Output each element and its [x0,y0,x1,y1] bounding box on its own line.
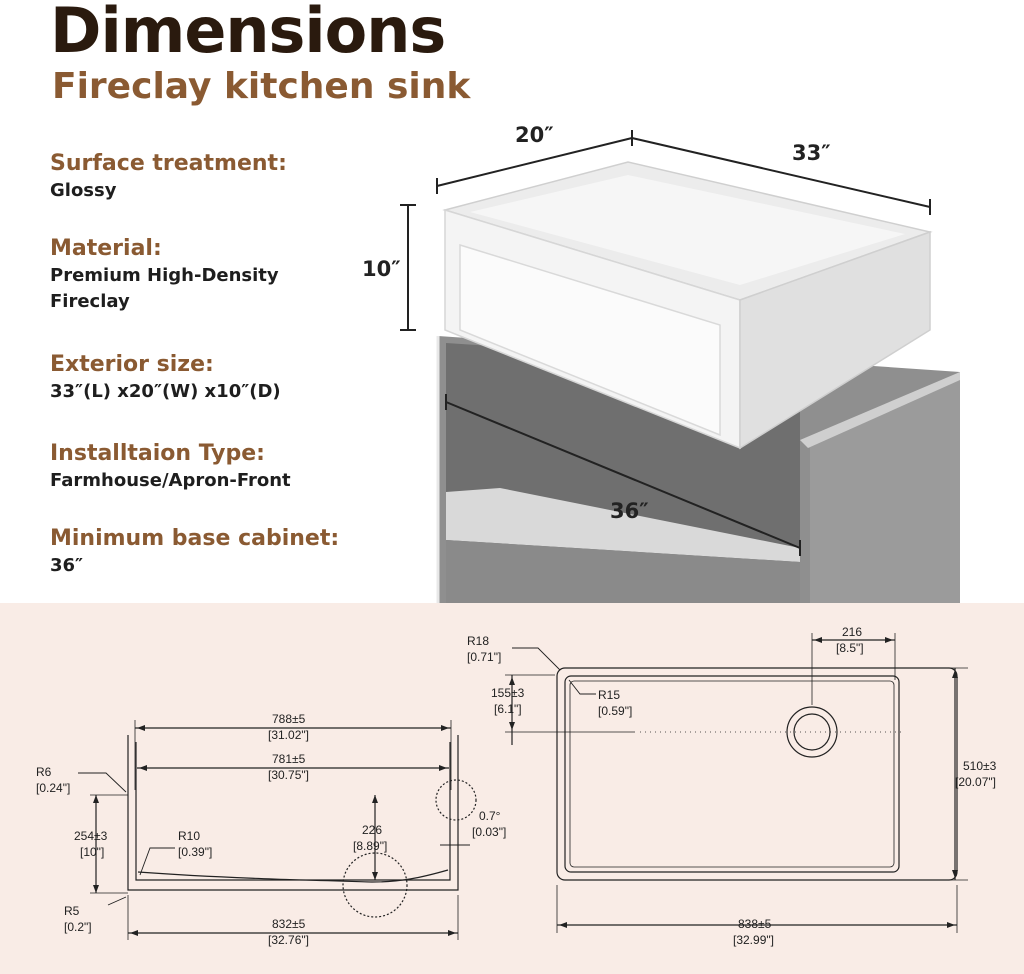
page-subtitle: Fireclay kitchen sink [52,66,471,107]
front-top-inner-in: [30.75"] [268,768,309,782]
drain-outer-circle [786,706,838,758]
sink-illustration [442,161,933,450]
drain-inner-circle [793,713,831,751]
spec-label: Installtaion Type: [50,441,265,466]
top-r15-in: [0.59"] [598,704,632,718]
front-view-outline [127,735,459,891]
top-view-outer-rim [556,667,958,881]
spec-value: Fireclay [50,291,130,312]
top-width-mm: 510±3 [963,759,997,773]
spec-value: Farmhouse/Apron-Front [50,470,291,491]
spec-value: Glossy [50,180,117,201]
top-view-bowl [564,675,900,873]
spec-label: Surface treatment: [50,151,287,176]
spec-material: Material: Premium High-Density Fireclay [50,235,279,315]
spec-minimum-cabinet: Minimum base cabinet: 36″ [50,525,339,579]
front-r5-in: [0.2"] [64,920,92,934]
top-length-mm: 838±5 [738,917,772,931]
front-center-depth-in: [8.89"] [353,839,387,853]
spec-label: Exterior size: [50,352,214,377]
front-top-outer-in: [31.02"] [268,728,309,742]
drain-detail-circle [342,852,408,918]
spec-value: 33″(L) x20″(W) x10″(D) [50,381,281,402]
front-top-inner-mm: 781±5 [272,752,306,766]
top-length-in: [32.99"] [733,933,774,947]
front-height-in: [10"] [80,845,104,859]
front-bottom-in: [32.76"] [268,933,309,947]
top-r18-in: [0.71"] [467,650,501,664]
spec-installation-type: Installtaion Type: Farmhouse/Apron-Front [50,440,291,494]
spec-value: 36″ [50,555,84,576]
top-width-in: [20.07"] [955,775,996,789]
top-drain-back-in: [6.1"] [494,702,522,716]
front-r6-in: [0.24"] [36,781,70,795]
spec-label: Material: [50,236,162,261]
top-r15-label: R15 [598,688,620,702]
front-r5-label: R5 [64,904,80,918]
render-width-label: 20″ [515,123,554,147]
corner-detail-circle [435,779,477,821]
render-depth-label: 10″ [362,257,401,281]
top-drain-offset-in: [8.5"] [836,641,864,655]
top-r18-label: R18 [467,634,489,648]
render-cabinet-label: 36″ [610,499,649,523]
spec-exterior-size: Exterior size: 33″(L) x20″(W) x10″(D) [50,351,281,405]
front-center-depth-mm: 226 [362,823,382,837]
front-bottom-mm: 832±5 [272,917,306,931]
spec-value: Premium High-Density [50,265,279,286]
render-length-label: 33″ [792,141,831,165]
top-drain-offset-mm: 216 [842,625,862,639]
front-angle-label: 0.7° [479,809,501,823]
page-title: Dimensions [50,0,446,67]
front-r10-label: R10 [178,829,200,843]
technical-drawing-background [0,603,1024,974]
top-drain-back-mm: 155±3 [491,686,525,700]
front-angle-in: [0.03"] [472,825,506,839]
spec-label: Minimum base cabinet: [50,526,340,551]
spec-surface-treatment: Surface treatment: Glossy [50,150,287,204]
front-height-mm: 254±3 [74,829,108,843]
front-r6-label: R6 [36,765,52,779]
render-dimension-lines [400,130,931,556]
front-r10-in: [0.39"] [178,845,212,859]
front-top-outer-mm: 788±5 [272,712,306,726]
